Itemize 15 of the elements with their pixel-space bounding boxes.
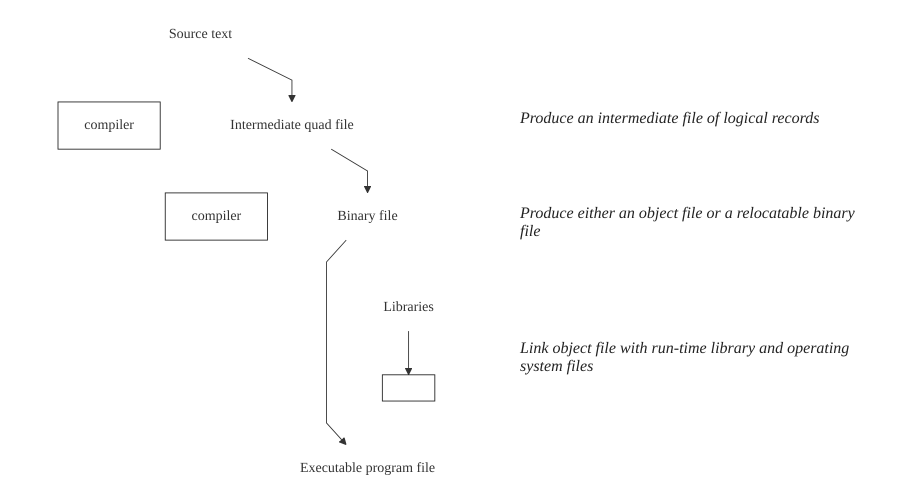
node-text: Executable program file <box>300 460 436 476</box>
node-box <box>382 374 436 402</box>
node-text: Libraries <box>384 300 434 314</box>
node-text: Source text <box>169 26 233 42</box>
node-box: compiler <box>58 102 161 150</box>
node-text: Intermediate quad file <box>230 118 354 133</box>
arrow <box>326 240 347 446</box>
arrow <box>405 330 413 376</box>
node-box: compiler <box>165 192 268 241</box>
note-text: Produce either an object file or a relocatable binary file <box>520 205 856 241</box>
note-text: Produce an intermediate file of logical records <box>520 110 820 128</box>
note-text: Link object file with run-time library and operating system files <box>520 340 850 376</box>
node-text: Binary file <box>338 208 398 224</box>
arrow <box>248 58 296 102</box>
arrow <box>331 148 372 194</box>
